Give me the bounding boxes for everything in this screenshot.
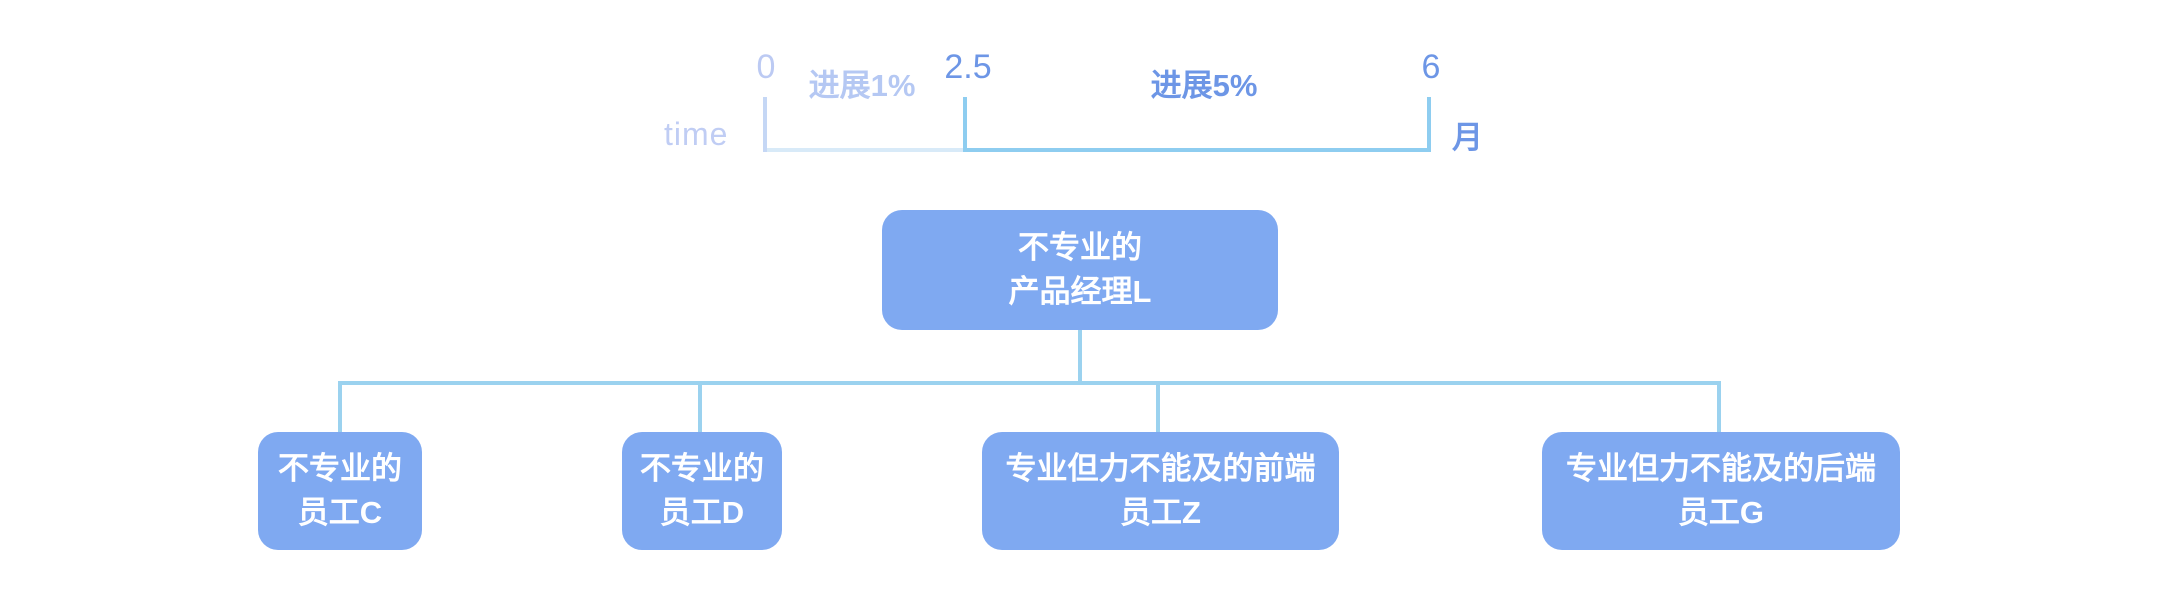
org-node-employee-d-line2: 员工D: [659, 495, 745, 530]
timeline-tick-0: [763, 97, 767, 152]
org-node-employee-z-line1: 专业但力不能及的前端: [1005, 451, 1316, 486]
timeline-tick-2-5: [963, 97, 967, 152]
org-node-employee-c: 不专业的 员工C: [258, 432, 422, 550]
timeline-time-label: time: [664, 116, 729, 152]
connector-drop-employee-d: [698, 383, 702, 434]
org-node-employee-z: 专业但力不能及的前端 员工Z: [982, 432, 1339, 550]
org-node-product-manager: 不专业的 产品经理L: [882, 210, 1278, 330]
timeline-tick-label-2-5: 2.5: [944, 48, 992, 86]
connector-drop-employee-z: [1156, 383, 1160, 434]
timeline-segment-label-progress-5pct: 进展5%: [1150, 68, 1258, 103]
org-node-employee-d-line1: 不专业的: [640, 451, 764, 486]
org-node-employee-g: 专业但力不能及的后端 员工G: [1542, 432, 1900, 550]
org-node-product-manager-line1: 不专业的: [1018, 230, 1142, 265]
timeline-segment-label-progress-1pct: 进展1%: [808, 68, 916, 103]
connector-drop-employee-c: [338, 383, 342, 434]
org-node-employee-d: 不专业的 员工D: [622, 432, 782, 550]
org-node-employee-g-line2: 员工G: [1677, 495, 1765, 530]
org-node-product-manager-line2: 产品经理L: [1008, 274, 1152, 309]
org-node-employee-c-line1: 不专业的: [278, 451, 402, 486]
connector-horizontal-bar: [338, 381, 1721, 385]
timeline-axis-segment-faint: [765, 148, 967, 152]
org-node-employee-z-line2: 员工Z: [1120, 495, 1201, 530]
org-node-employee-c-line2: 员工C: [297, 495, 383, 530]
connector-root-drop: [1078, 328, 1082, 383]
org-node-employee-g-line1: 专业但力不能及的后端: [1566, 451, 1876, 486]
timeline-tick-6: [1427, 97, 1431, 152]
timeline-tick-label-6: 6: [1421, 48, 1441, 86]
timeline-unit-label-month: 月: [1452, 120, 1483, 155]
timeline-tick-label-0: 0: [756, 48, 776, 86]
timeline-axis-segment-strong: [965, 148, 1431, 152]
connector-drop-employee-g: [1717, 383, 1721, 434]
